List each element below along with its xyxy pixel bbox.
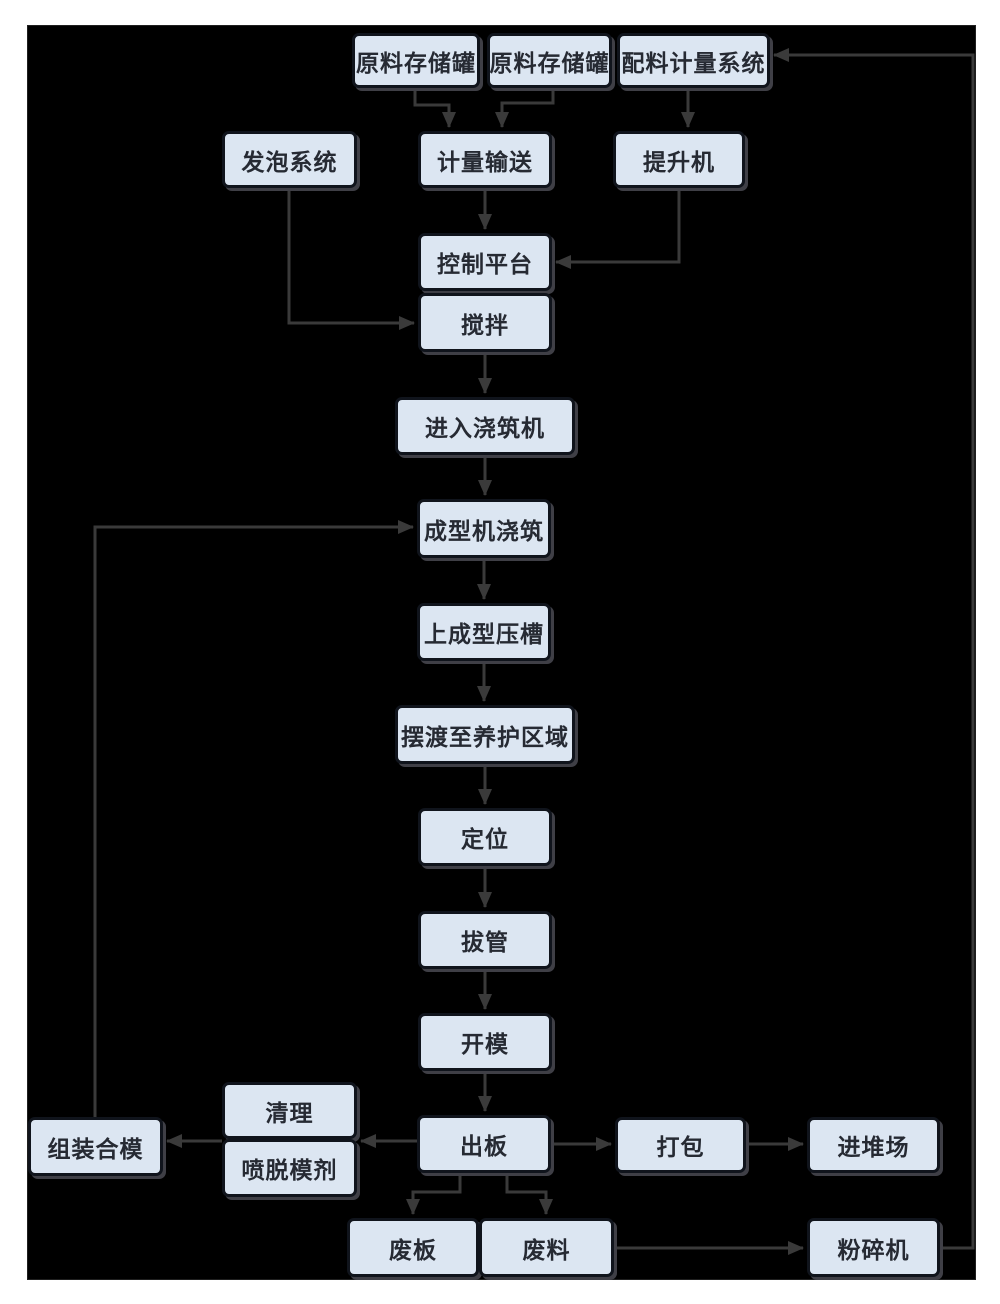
node-board-out: 出板 — [417, 1115, 551, 1173]
node-cleaning: 清理 — [222, 1082, 357, 1139]
node-metered-convey: 计量输送 — [418, 131, 552, 188]
node-packing: 打包 — [615, 1117, 746, 1173]
node-crusher: 粉碎机 — [807, 1218, 940, 1277]
node-ferry-curing: 摆渡至养护区域 — [395, 705, 575, 764]
node-press-groove: 上成型压槽 — [417, 603, 551, 661]
node-stockyard: 进堆场 — [807, 1117, 940, 1173]
node-hoist: 提升机 — [613, 131, 745, 188]
node-positioning: 定位 — [418, 808, 552, 866]
node-raw-tank-2: 原料存储罐 — [487, 33, 612, 88]
node-enter-caster: 进入浇筑机 — [395, 397, 575, 455]
node-waste-material: 废料 — [479, 1218, 614, 1277]
node-control-platform: 控制平台 — [418, 233, 552, 291]
node-mold-opening: 开模 — [418, 1013, 552, 1071]
node-mold-assembly: 组装合模 — [28, 1117, 163, 1176]
node-release-agent: 喷脱模剂 — [222, 1139, 357, 1197]
node-waste-board: 废板 — [347, 1218, 479, 1277]
node-raw-tank-1: 原料存储罐 — [352, 33, 480, 88]
node-mold-casting: 成型机浇筑 — [417, 499, 551, 558]
node-batching-system: 配料计量系统 — [617, 33, 770, 88]
node-mixing: 搅拌 — [418, 293, 552, 352]
node-tube-pulling: 拔管 — [418, 911, 552, 969]
node-foaming-system: 发泡系统 — [222, 131, 357, 188]
